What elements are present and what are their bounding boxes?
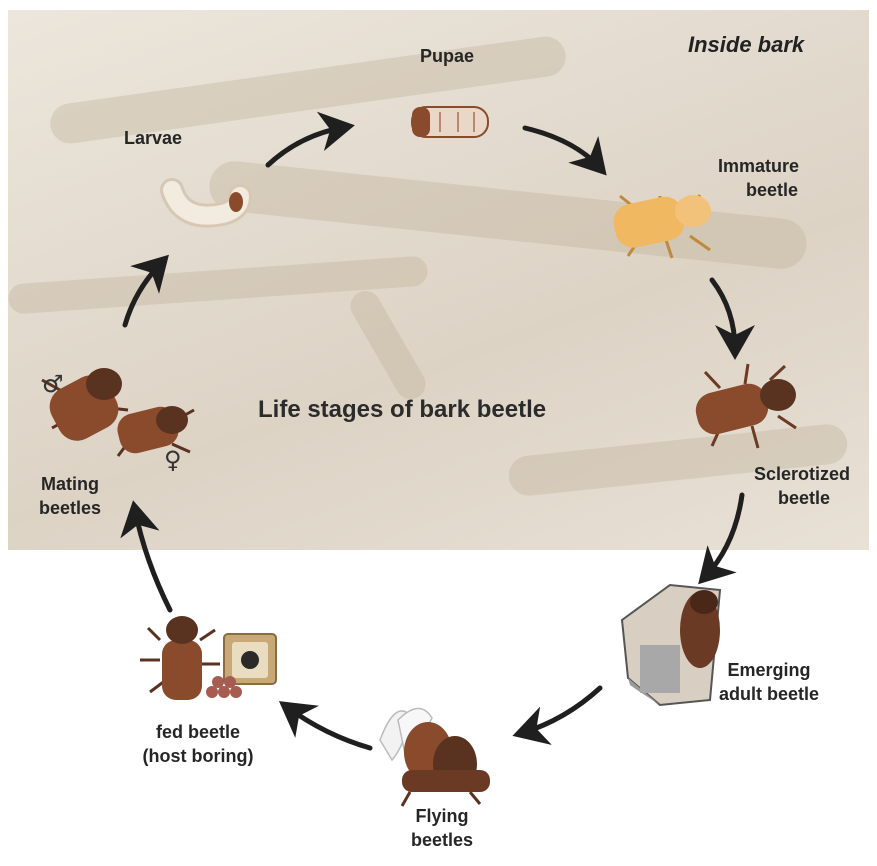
female-symbol: ♀ bbox=[164, 446, 182, 474]
fed-beetle-icon bbox=[140, 616, 276, 700]
arrow-emerging-to-flying bbox=[522, 688, 600, 733]
label-pupae: Pupae bbox=[420, 44, 474, 68]
arrow-immature-to-sclerotized bbox=[712, 280, 735, 350]
arrow-larvae-to-pupae bbox=[268, 127, 345, 165]
label-flying-beetles: Flying beetles bbox=[398, 804, 486, 852]
arrow-pupae-to-immature bbox=[525, 128, 600, 168]
mating-beetles-icon bbox=[42, 368, 194, 457]
arrow-mating-to-larvae bbox=[125, 262, 162, 325]
diagram-title: Life stages of bark beetle bbox=[258, 396, 546, 424]
inside-bark-label: Inside bark bbox=[688, 32, 804, 58]
flying-beetle-icon bbox=[380, 708, 490, 806]
label-immature-beetle: Immature beetle bbox=[718, 154, 799, 202]
larva-icon bbox=[172, 190, 243, 216]
male-symbol: ♂ bbox=[42, 370, 64, 398]
label-larvae: Larvae bbox=[124, 126, 182, 150]
sclerotized-beetle-icon bbox=[692, 364, 796, 448]
label-mating-beetles: Mating beetles bbox=[30, 472, 110, 520]
immature-beetle-icon bbox=[610, 193, 711, 258]
label-sclerotized-beetle: Sclerotized beetle bbox=[754, 462, 850, 510]
arrow-sclerotized-to-emerging bbox=[705, 495, 742, 577]
label-emerging-beetle: Emerging adult beetle bbox=[706, 658, 832, 706]
label-fed-beetle: fed beetle (host boring) bbox=[128, 720, 268, 768]
pupa-icon bbox=[412, 107, 488, 137]
arrow-fed-to-mating bbox=[135, 510, 170, 610]
arrow-flying-to-fed bbox=[287, 707, 370, 748]
